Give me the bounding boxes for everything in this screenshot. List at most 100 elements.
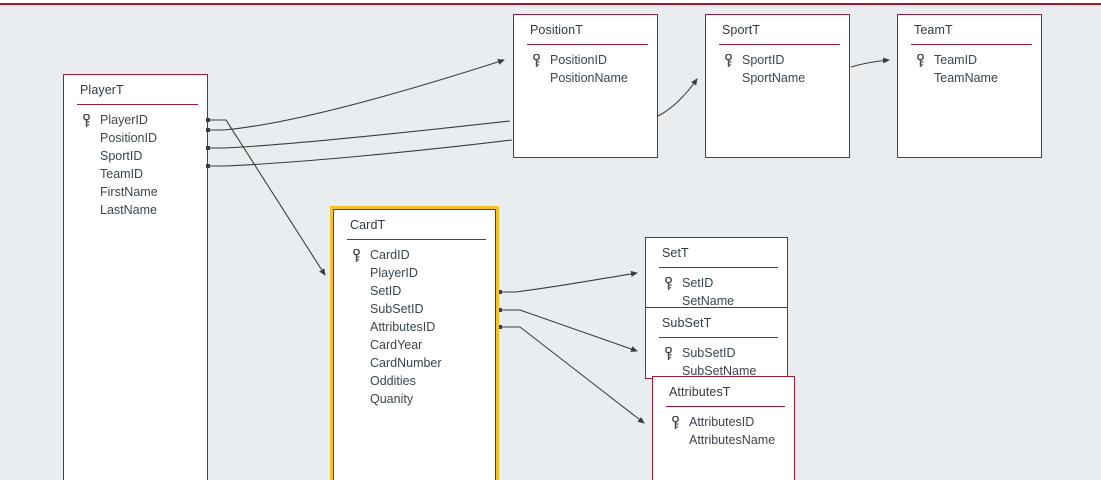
field-row[interactable]: SetID [646,274,787,292]
table-box-teamt[interactable]: TeamT TeamID TeamName [897,14,1042,158]
relationship-line-player-card [206,118,326,276]
key-icon [725,54,732,67]
field-list-playert: PlayerID PositionID SportID TeamID FirstName… [64,105,207,219]
field-row[interactable]: TeamID [64,165,207,183]
relationship-line-card-attributes [498,325,645,424]
table-title-sportt[interactable]: SportT [722,23,761,37]
table-title-positiont[interactable]: PositionT [530,23,584,37]
field-label: SubSetID [370,302,424,316]
relationship-line-card-set [498,270,638,294]
field-label: PlayerID [100,113,148,127]
key-icon [533,54,540,67]
field-label: SportID [742,53,785,67]
key-icon [917,54,924,67]
field-label: SubSetID [682,346,736,360]
field-list-sett: SetID SetName [646,268,787,310]
table-box-positiont[interactable]: PositionT PositionID PositionName [513,14,658,158]
field-list-sportt: SportID SportName [706,45,849,87]
field-row[interactable]: SportName [706,69,849,87]
table-title-subsett[interactable]: SubSetT [662,316,712,330]
field-row[interactable]: AttributesID [334,318,495,336]
table-title-divider [659,337,778,338]
field-label: AttributesName [689,433,776,447]
field-row[interactable]: Oddities [334,372,495,390]
key-icon [83,114,90,127]
field-list-teamt: TeamID TeamName [898,45,1041,87]
field-label: SportName [742,71,806,85]
window-top-rule [0,3,1101,5]
field-label: PositionID [100,131,157,145]
table-box-sett[interactable]: SetT SetID SetName [645,237,788,309]
field-label: LastName [100,203,157,217]
table-title-cardt[interactable]: CardT [350,218,386,232]
table-box-cardt[interactable]: CardT CardID PlayerID SetID SubSetID Attribut… [330,206,499,480]
field-row[interactable]: SetID [334,282,495,300]
field-row[interactable]: TeamName [898,69,1041,87]
field-row[interactable]: SportID [706,51,849,69]
field-label: Quanity [370,392,414,406]
field-list-cardt: CardID PlayerID SetID SubSetID AttributesID C… [334,240,495,408]
field-list-subsett: SubSetID SubSetName [646,338,787,380]
field-label: AttributesID [689,415,755,429]
field-row[interactable]: SportID [64,147,207,165]
field-row[interactable]: LastName [64,201,207,219]
key-icon [672,416,679,429]
table-title-divider [719,44,840,45]
field-row[interactable]: TeamID [898,51,1041,69]
field-row[interactable]: Quanity [334,390,495,408]
field-label: TeamID [934,53,978,67]
table-title-attributest[interactable]: AttributesT [669,385,731,399]
key-icon [665,277,672,290]
field-label: PositionID [550,53,607,67]
field-row[interactable]: PlayerID [64,111,207,129]
field-list-attributest: AttributesID AttributesName [653,407,794,449]
field-row[interactable]: CardNumber [334,354,495,372]
field-row[interactable]: CardID [334,246,495,264]
field-row[interactable]: PlayerID [334,264,495,282]
field-label: CardNumber [370,356,442,370]
relationship-line-card-subset [498,308,638,352]
field-row[interactable]: SetName [646,292,787,310]
field-label: SetID [370,284,402,298]
field-list-positiont: PositionID PositionName [514,45,657,87]
table-box-playert[interactable]: PlayerT PlayerID PositionID SportID TeamID Fi… [63,74,208,480]
table-box-attributest[interactable]: AttributesT AttributesID AttributesName [652,376,795,480]
field-label: SetID [682,276,714,290]
field-row[interactable]: SubSetName [646,362,787,380]
table-title-divider [659,267,778,268]
field-row[interactable]: SubSetID [646,344,787,362]
field-label: TeamName [934,71,998,85]
table-title-teamt[interactable]: TeamT [914,23,953,37]
field-row[interactable]: SubSetID [334,300,495,318]
field-label: SetName [682,294,735,308]
table-title-playert[interactable]: PlayerT [80,83,124,97]
field-row[interactable]: FirstName [64,183,207,201]
field-label: AttributesID [370,320,436,334]
table-title-divider [527,44,648,45]
field-row[interactable]: AttributesID [653,413,794,431]
field-label: Oddities [370,374,416,388]
table-box-sportt[interactable]: SportT SportID SportName [705,14,850,158]
field-label: CardID [370,248,410,262]
field-label: PlayerID [370,266,418,280]
relationship-line-player-position [206,58,505,132]
field-row[interactable]: PositionName [514,69,657,87]
field-label: PositionName [550,71,628,85]
field-label: FirstName [100,185,158,199]
table-title-sett[interactable]: SetT [662,246,689,260]
table-title-divider [347,239,486,240]
key-icon [353,249,360,262]
relationships-canvas[interactable]: PlayerT PlayerID PositionID SportID TeamID Fi… [0,5,1101,480]
key-icon [665,347,672,360]
field-row[interactable]: PositionID [64,129,207,147]
field-row[interactable]: PositionID [514,51,657,69]
table-box-subsett[interactable]: SubSetT SubSetID SubSetName [645,307,788,379]
table-title-divider [911,44,1032,45]
table-title-divider [666,406,785,407]
field-row[interactable]: CardYear [334,336,495,354]
field-row[interactable]: AttributesName [653,431,794,449]
field-label: SportID [100,149,143,163]
field-label: TeamID [100,167,144,181]
field-label: CardYear [370,338,423,352]
